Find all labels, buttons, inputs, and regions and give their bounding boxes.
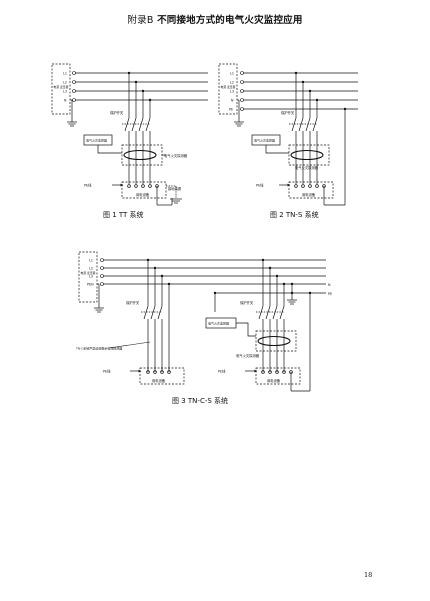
label-pe-bus-fig2: PE线 [256,183,264,188]
label-l3-fig3: L3 [89,275,93,279]
label-n-fig1: N [64,99,67,103]
label-source-fig3: 电源 变压器 [81,271,96,275]
junctions-fig3 [146,258,312,295]
label-l2-fig1: L2 [63,81,67,85]
source-box-2 [218,63,238,115]
label-pe-fig2: PE [229,108,233,112]
equipment-box-2 [288,181,334,199]
label-n-right-fig3: N [328,283,331,287]
source-box-1 [51,63,71,115]
label-grounding-fig1: 接地装置 [168,186,182,191]
equipment-box-3b [255,367,301,385]
labels-fig2: L1 L2 L3 N PE 电源 变压器 保护开关 电气火灾监控器 电气火灾探测… [221,72,319,198]
label-l3-fig2: L3 [230,90,234,94]
appendix-label: 附录B [127,15,154,26]
labels-fig1: L1 L2 L3 N 电源 变压器 保护开关 电气火灾监控器 电气火灾探测器 P… [54,72,188,198]
label-monitor-fig2: 电气火灾监控器 [254,138,275,143]
label-pe-bus-fig1: PE线 [84,183,92,188]
label-equipment-fig3a: 用电设备 [152,378,166,383]
label-pe-bus-fig3a: PE线 [103,369,111,374]
caption-figure-1: 图 1 TT 系统 [103,211,144,219]
current-transformer-3 [257,335,291,347]
terminals-fig1 [72,71,76,102]
label-detector-fig1: 电气火灾探测器 [164,153,188,158]
label-monitor-fig3: 电气火灾监控器 [208,321,229,326]
detector-frame-2 [288,144,330,166]
equipment-box-1 [121,181,167,199]
label-breaker-fig1: 保护开关 [110,110,124,115]
junctions-fig1 [127,71,152,102]
current-transformer-1 [123,149,157,161]
label-breaker-fig2: 保护开关 [281,110,295,115]
figure-1-tt [51,63,208,206]
detector-frame-3 [255,330,297,352]
label-l1-fig1: L1 [63,72,67,76]
label-l3-fig1: L3 [63,90,67,94]
label-n-fig2: N [231,99,234,103]
page-number: 18 [364,571,373,579]
label-equipment-fig3b: 用电设备 [267,378,281,383]
caption-figure-2: 图 2 TN-S 系统 [270,211,319,219]
label-l2-fig2: L2 [230,81,234,85]
label-l1-fig3: L1 [89,259,93,263]
label-pen-fig3: PEN [87,283,94,287]
label-equipment-fig1: 用电设备 [136,192,150,197]
page-title: 附录B 不同接地方式的电气火灾监控应用 [0,12,430,26]
label-pe-bus-fig3b: PE线 [218,369,226,374]
label-equipment-fig2: 用电设备 [302,192,316,197]
junctions-fig2 [294,71,347,111]
appendix-title: 不同接地方式的电气火灾监控应用 [157,15,303,26]
terminals-fig2 [240,71,244,111]
terminals-fig3 [100,258,104,286]
label-detector-fig2: 电气火灾探测器 [295,165,319,170]
label-l2-fig3: L2 [89,267,93,271]
equipment-box-3a [139,367,185,385]
figure-3-tn-c-s [78,251,326,392]
label-monitor-fig1: 电气火灾监控器 [86,138,107,143]
label-detector-fig3: 电气火灾探测器 [236,353,260,358]
label-tnc-note: TN-C系统严禁设置剩余电流探测器 [75,346,122,351]
label-source-fig2: 电源 变压器 [221,85,236,89]
source-box-3 [78,251,98,303]
label-breaker-fig3b: 保护开关 [240,300,254,305]
caption-figure-3: 图 3 TN-C-S 系统 [172,397,229,405]
current-transformer-2 [290,149,324,161]
label-l1-fig2: L1 [230,72,234,76]
labels-fig3: L1 L2 L3 PEN 电源 变压器 N PE 保护开关 保护开关 TN-C系… [75,259,332,384]
label-pe-right-fig3: PE [328,292,332,296]
label-breaker-fig3a: 保护开关 [126,300,140,305]
label-source-fig1: 电源 变压器 [54,85,69,89]
figure-2-tn-s [218,63,358,206]
